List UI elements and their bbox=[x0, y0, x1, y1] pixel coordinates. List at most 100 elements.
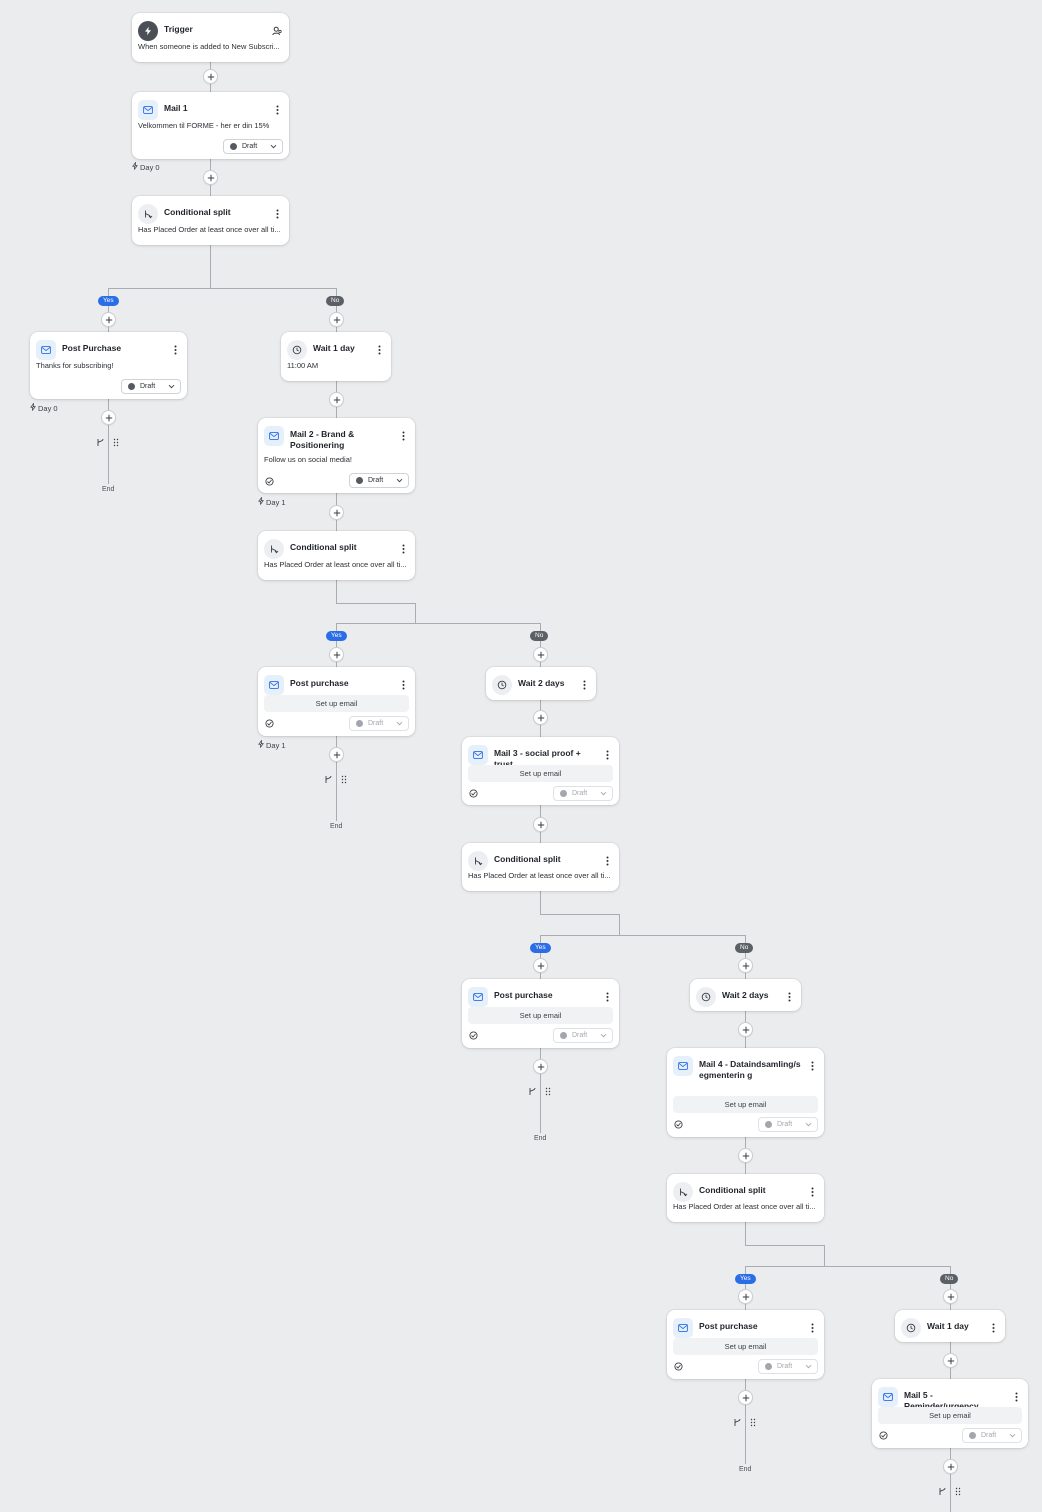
set-up-email-button[interactable]: Set up email bbox=[673, 1338, 818, 1355]
add-step-button[interactable] bbox=[738, 1022, 753, 1037]
trigger-card[interactable]: Trigger When someone is added to New Sub… bbox=[132, 13, 289, 62]
add-step-button[interactable] bbox=[101, 312, 116, 327]
add-step-button[interactable] bbox=[329, 747, 344, 762]
post-purchase-4-card[interactable]: Post purchase Set up email Draft bbox=[667, 1310, 824, 1379]
add-step-button[interactable] bbox=[533, 710, 548, 725]
post-purchase-1-status-dropdown[interactable]: Draft bbox=[121, 379, 181, 394]
branch-icon[interactable] bbox=[95, 437, 105, 447]
mail-2-status-dropdown[interactable]: Draft bbox=[349, 473, 409, 488]
set-up-email-button[interactable]: Set up email bbox=[468, 1007, 613, 1024]
set-up-email-button[interactable]: Set up email bbox=[468, 765, 613, 782]
post-purchase-4-status-dropdown[interactable]: Draft bbox=[758, 1359, 818, 1374]
mail-1-card[interactable]: Mail 1 Velkommen til FORME - her er din … bbox=[132, 92, 289, 159]
split-4-title: Conditional split bbox=[699, 1185, 766, 1195]
add-step-button[interactable] bbox=[101, 410, 116, 425]
add-step-button[interactable] bbox=[329, 392, 344, 407]
drag-handle-icon[interactable] bbox=[339, 774, 349, 784]
more-options-icon[interactable] bbox=[271, 101, 283, 119]
more-options-icon[interactable] bbox=[783, 988, 795, 1006]
branch-icon[interactable] bbox=[937, 1486, 947, 1496]
more-options-icon[interactable] bbox=[397, 540, 409, 558]
set-up-email-button[interactable]: Set up email bbox=[878, 1407, 1022, 1424]
add-step-button[interactable] bbox=[203, 69, 218, 84]
drag-handle-icon[interactable] bbox=[953, 1486, 963, 1496]
add-step-button[interactable] bbox=[738, 1148, 753, 1163]
more-options-icon[interactable] bbox=[601, 852, 613, 870]
more-options-icon[interactable] bbox=[601, 746, 613, 764]
wait-3-card[interactable]: Wait 2 days bbox=[690, 979, 801, 1011]
drag-handle-icon[interactable] bbox=[748, 1417, 758, 1427]
chevron-down-icon bbox=[396, 478, 403, 483]
drag-handle-icon[interactable] bbox=[111, 437, 121, 447]
drag-handle-icon[interactable] bbox=[543, 1086, 553, 1096]
add-step-button[interactable] bbox=[738, 1390, 753, 1405]
mail-5-card[interactable]: Mail 5 - Reminder/urgency Set up email D… bbox=[872, 1379, 1028, 1448]
status-label: Draft bbox=[242, 143, 258, 150]
more-options-icon[interactable] bbox=[987, 1319, 999, 1337]
more-options-icon[interactable] bbox=[169, 341, 181, 359]
add-step-button[interactable] bbox=[738, 958, 753, 973]
mail-4-status-dropdown[interactable]: Draft bbox=[758, 1117, 818, 1132]
conditional-split-2-card[interactable]: Conditional split Has Placed Order at le… bbox=[258, 531, 415, 580]
add-step-button[interactable] bbox=[533, 817, 548, 832]
post-purchase-1-card[interactable]: Post Purchase Thanks for subscribing! Dr… bbox=[30, 332, 187, 399]
add-step-button[interactable] bbox=[738, 1289, 753, 1304]
more-options-icon[interactable] bbox=[373, 341, 385, 359]
post-purchase-3-card[interactable]: Post purchase Set up email Draft bbox=[462, 979, 619, 1048]
status-label: Draft bbox=[368, 477, 384, 484]
wait-2-card[interactable]: Wait 2 days bbox=[486, 667, 596, 700]
add-step-button[interactable] bbox=[943, 1459, 958, 1474]
post-purchase-2-status-dropdown[interactable]: Draft bbox=[349, 716, 409, 731]
template-icon bbox=[469, 1031, 478, 1040]
add-step-button[interactable] bbox=[329, 505, 344, 520]
post-purchase-2-card[interactable]: Post purchase Set up email Draft bbox=[258, 667, 415, 736]
mail-4-card[interactable]: Mail 4 - Dataindsamling/segmenterin g Se… bbox=[667, 1048, 824, 1137]
conditional-split-4-card[interactable]: Conditional split Has Placed Order at le… bbox=[667, 1174, 824, 1222]
mail-1-status-dropdown[interactable]: Draft bbox=[223, 139, 283, 154]
more-options-icon[interactable] bbox=[578, 676, 590, 694]
more-options-icon[interactable] bbox=[1010, 1388, 1022, 1406]
mail-2-card[interactable]: Mail 2 - Brand & Positionering Follow us… bbox=[258, 418, 415, 493]
clock-icon bbox=[696, 987, 716, 1007]
add-step-button[interactable] bbox=[533, 647, 548, 662]
add-step-button[interactable] bbox=[329, 647, 344, 662]
branch-icon[interactable] bbox=[323, 774, 333, 784]
split-3-title: Conditional split bbox=[494, 854, 561, 864]
mail-3-status-dropdown[interactable]: Draft bbox=[553, 786, 613, 801]
mail-icon bbox=[673, 1056, 693, 1076]
user-settings-icon[interactable] bbox=[271, 22, 283, 40]
status-dot-icon bbox=[560, 790, 567, 797]
bolt-icon bbox=[258, 496, 264, 507]
conditional-split-3-card[interactable]: Conditional split Has Placed Order at le… bbox=[462, 843, 619, 891]
template-icon bbox=[674, 1120, 683, 1129]
branch-icon[interactable] bbox=[527, 1086, 537, 1096]
trigger-title: Trigger bbox=[164, 24, 193, 34]
mail-5-status-dropdown[interactable]: Draft bbox=[962, 1428, 1022, 1443]
conditional-split-1-card[interactable]: Conditional split Has Placed Order at le… bbox=[132, 196, 289, 245]
more-options-icon[interactable] bbox=[397, 676, 409, 694]
add-step-button[interactable] bbox=[533, 958, 548, 973]
split-icon bbox=[264, 539, 284, 559]
chevron-down-icon bbox=[805, 1364, 812, 1369]
set-up-email-button[interactable]: Set up email bbox=[264, 695, 409, 712]
more-options-icon[interactable] bbox=[806, 1183, 818, 1201]
post-purchase-3-status-dropdown[interactable]: Draft bbox=[553, 1028, 613, 1043]
add-step-button[interactable] bbox=[203, 170, 218, 185]
day-label: Day 1 bbox=[258, 496, 286, 507]
more-options-icon[interactable] bbox=[806, 1057, 818, 1075]
status-label: Draft bbox=[572, 790, 588, 797]
set-up-email-button[interactable]: Set up email bbox=[673, 1096, 818, 1113]
more-options-icon[interactable] bbox=[271, 205, 283, 223]
branch-icon[interactable] bbox=[732, 1417, 742, 1427]
more-options-icon[interactable] bbox=[601, 988, 613, 1006]
add-step-button[interactable] bbox=[943, 1353, 958, 1368]
add-step-button[interactable] bbox=[943, 1289, 958, 1304]
more-options-icon[interactable] bbox=[806, 1319, 818, 1337]
more-options-icon[interactable] bbox=[397, 427, 409, 445]
add-step-button[interactable] bbox=[329, 312, 344, 327]
add-step-button[interactable] bbox=[533, 1059, 548, 1074]
post-purchase-1-subject: Thanks for subscribing! bbox=[36, 361, 114, 370]
mail-3-card[interactable]: Mail 3 - social proof + trust Set up ema… bbox=[462, 737, 619, 805]
wait-1-card[interactable]: Wait 1 day 11:00 AM bbox=[281, 332, 391, 381]
wait-4-card[interactable]: Wait 1 day bbox=[895, 1310, 1005, 1342]
